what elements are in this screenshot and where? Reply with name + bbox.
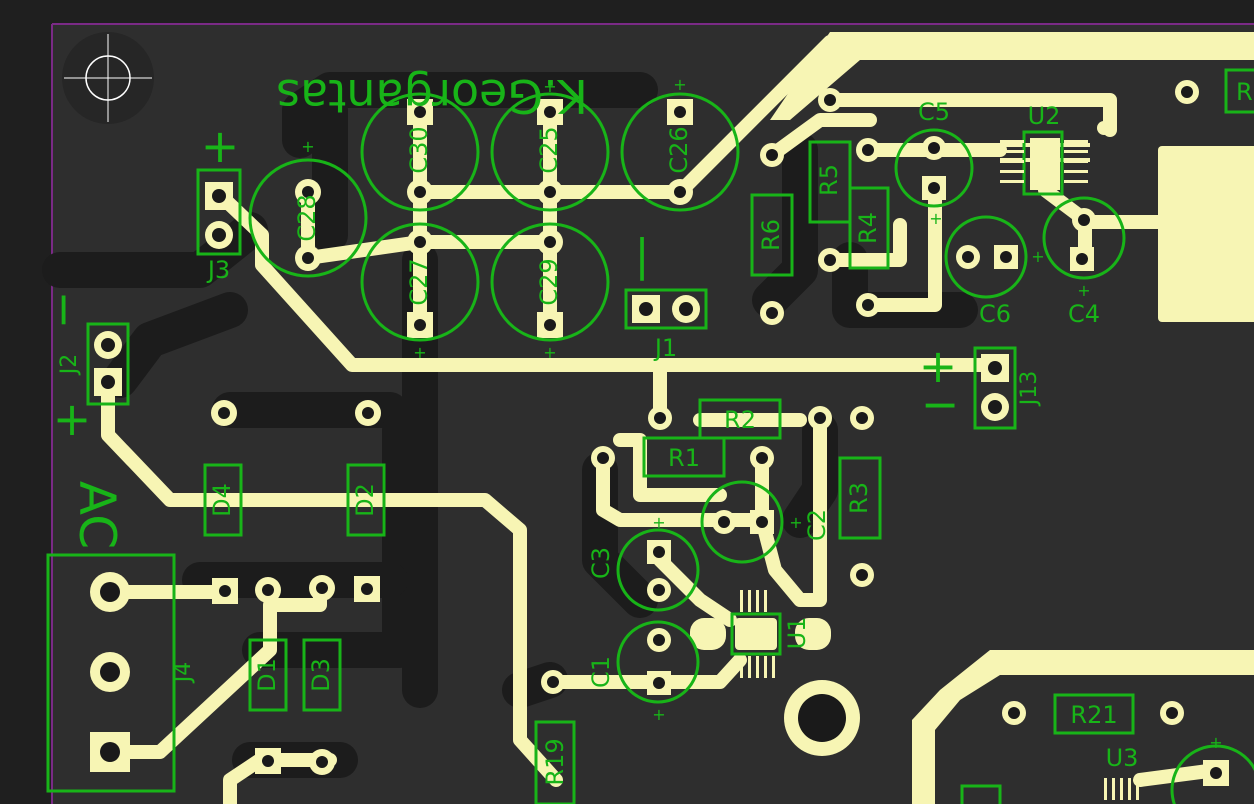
c30-outline bbox=[360, 92, 480, 212]
r3-label: R3 bbox=[845, 482, 873, 514]
j3-outline bbox=[196, 168, 242, 256]
j4-label: J4 bbox=[171, 662, 196, 685]
c25-outline bbox=[490, 92, 610, 212]
j2-label: J2 bbox=[57, 354, 82, 377]
c26-plus-marking: + bbox=[673, 75, 686, 94]
c3-outline bbox=[616, 528, 700, 612]
c26-outline bbox=[620, 92, 740, 212]
d4-outline bbox=[203, 463, 243, 537]
c3-plus-marking: + bbox=[652, 513, 665, 532]
r6-outline bbox=[750, 193, 794, 277]
r-edge-outline bbox=[1224, 68, 1254, 114]
j2-minus-marking: − bbox=[35, 291, 89, 330]
j13-minus-marking: − bbox=[921, 377, 960, 431]
c29-plus-marking: + bbox=[543, 343, 556, 362]
copper-traces bbox=[101, 35, 1223, 804]
j3-label: J3 bbox=[206, 256, 230, 284]
d3-label: D3 bbox=[307, 658, 335, 692]
r2-outline bbox=[698, 398, 782, 440]
c27-plus-marking: + bbox=[413, 343, 426, 362]
u3-label: U3 bbox=[1106, 744, 1139, 772]
r5-outline bbox=[808, 140, 852, 224]
c6-outline bbox=[944, 215, 1028, 299]
r5-label: R5 bbox=[815, 164, 843, 196]
r4-label: R4 bbox=[854, 212, 882, 244]
c4-outline bbox=[1042, 196, 1126, 280]
r1-label: R1 bbox=[668, 444, 700, 472]
c4-plus-marking: + bbox=[1077, 281, 1090, 300]
r21-label: R21 bbox=[1070, 701, 1117, 729]
r21-outline bbox=[1053, 693, 1135, 735]
c27-outline bbox=[360, 222, 480, 342]
ac-marking: AC bbox=[68, 481, 126, 549]
c25-label: C25 bbox=[535, 126, 563, 173]
r-edge-label: R bbox=[1236, 78, 1253, 106]
r3-outline bbox=[838, 456, 882, 540]
c3-label: C3 bbox=[587, 547, 615, 579]
d1-outline bbox=[248, 638, 288, 712]
j1-bar-marking: | bbox=[635, 230, 650, 281]
u2-label: U2 bbox=[1028, 102, 1061, 130]
r6-label: R6 bbox=[757, 219, 785, 251]
c6-plus-marking: + bbox=[1031, 247, 1044, 266]
c5-label: C5 bbox=[918, 98, 950, 126]
mounting-hole bbox=[62, 32, 154, 124]
r19-label: R19 bbox=[541, 738, 569, 785]
d4-label: D4 bbox=[208, 483, 236, 517]
c28-outline bbox=[248, 158, 368, 278]
j13-outline bbox=[973, 346, 1017, 430]
c2-label: C2 bbox=[803, 509, 831, 541]
d2-outline bbox=[346, 463, 386, 537]
silkscreen-outlines bbox=[46, 68, 1254, 804]
j4-outline bbox=[46, 553, 176, 793]
j3-plus-marking: + bbox=[201, 119, 240, 173]
c1-label: C1 bbox=[587, 656, 615, 688]
c25-plus-marking: + bbox=[543, 77, 556, 96]
j1-label: J1 bbox=[653, 334, 677, 362]
j13-label: J13 bbox=[1017, 371, 1042, 407]
c30-label: C30 bbox=[405, 126, 433, 173]
c5-outline bbox=[894, 128, 974, 208]
j1-outline bbox=[624, 288, 708, 330]
u3-edge-outline bbox=[960, 784, 1002, 804]
c2-plus-marking: + bbox=[789, 513, 802, 532]
c4-label: C4 bbox=[1068, 300, 1100, 328]
c27-label: C27 bbox=[405, 258, 433, 305]
c28-plus-marking: + bbox=[301, 137, 314, 156]
author-label: K.Georgantas bbox=[276, 69, 588, 123]
c6-label: C6 bbox=[979, 300, 1011, 328]
c26-label: C26 bbox=[665, 126, 693, 173]
r1-outline bbox=[642, 436, 726, 478]
c2-outline bbox=[700, 480, 784, 564]
c28-label: C28 bbox=[293, 194, 321, 241]
u1-label: U1 bbox=[783, 617, 811, 650]
c29-outline bbox=[490, 222, 610, 342]
u1-outline bbox=[730, 612, 782, 656]
c29-label: C29 bbox=[535, 258, 563, 305]
ic-pins bbox=[740, 140, 1139, 800]
j2-outline bbox=[86, 322, 130, 406]
j13-plus-marking: + bbox=[919, 339, 958, 393]
d2-label: D2 bbox=[351, 483, 379, 517]
c1-plus-marking: + bbox=[652, 705, 665, 724]
u3-cap-outline bbox=[1170, 744, 1254, 804]
d1-label: D1 bbox=[253, 658, 281, 692]
r4-outline bbox=[848, 186, 890, 270]
c5-plus-marking: + bbox=[929, 209, 942, 228]
r2-label: R2 bbox=[724, 406, 756, 434]
c1-outline bbox=[616, 620, 700, 704]
d3-outline bbox=[302, 638, 342, 712]
j2-plus-marking: + bbox=[53, 392, 92, 446]
r19-outline bbox=[534, 720, 576, 804]
pads bbox=[90, 80, 1229, 786]
u3-cap-plus-marking: + bbox=[1209, 733, 1222, 752]
